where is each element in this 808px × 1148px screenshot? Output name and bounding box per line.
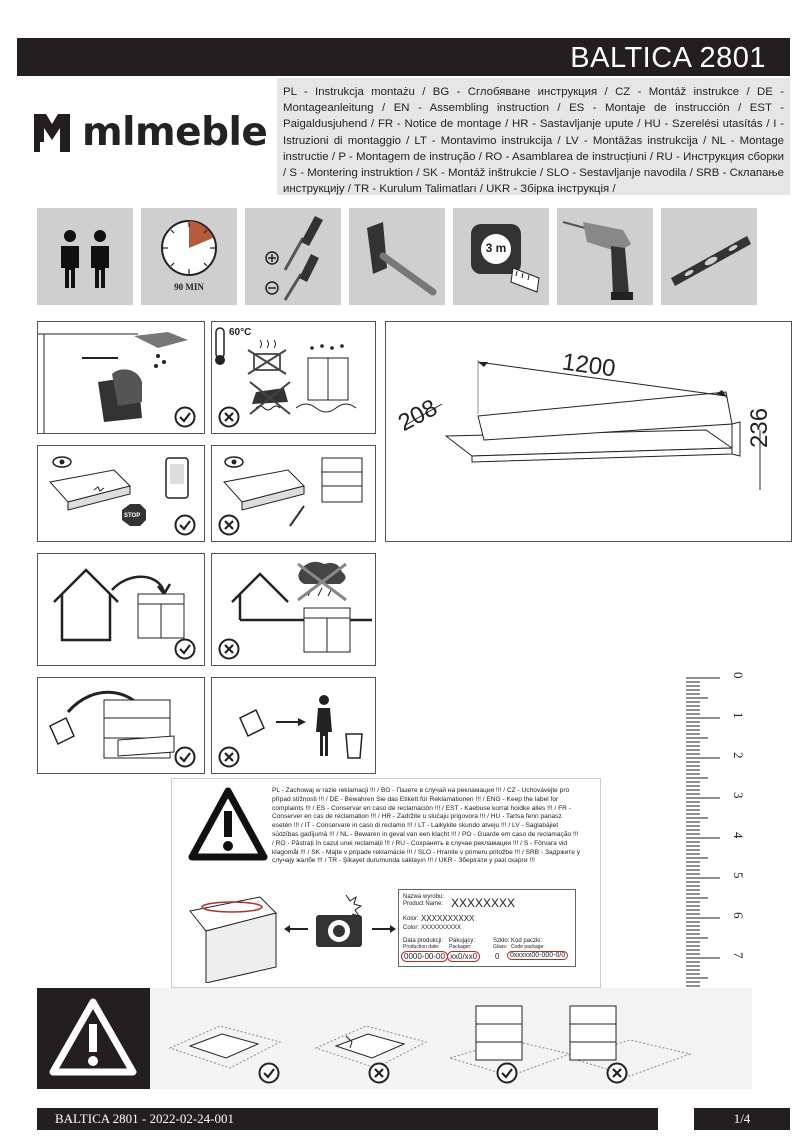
discard-instructions-icon xyxy=(239,695,363,759)
glass-label: Szkło: xyxy=(493,938,510,944)
package-code-label: Kod paczki: xyxy=(511,938,543,944)
two-persons-tile xyxy=(37,208,133,305)
cleaning-panel xyxy=(37,321,205,434)
ruler-label: 4 xyxy=(731,832,746,839)
check-icon xyxy=(174,746,196,768)
floor-leveling-strip xyxy=(150,988,752,1089)
brand-name: mlmeble xyxy=(82,110,268,155)
ruler-label: 0 xyxy=(731,672,746,679)
document-title: BALTICA 2801 xyxy=(570,42,766,74)
heat-moisture-icon xyxy=(215,327,357,415)
cross-icon xyxy=(218,746,240,768)
production-date-label: Data produkcji: xyxy=(403,938,444,944)
warning-triangle-icon xyxy=(188,787,268,861)
packer-label-en: Packager: xyxy=(449,944,472,950)
temperature-label: 60°C xyxy=(229,327,252,338)
bottom-warning-block xyxy=(37,988,150,1089)
spirit-level-tile xyxy=(661,208,757,305)
product-name-label: Nazwa wyrobu: xyxy=(403,894,445,900)
product-name-value: XXXXXXXX xyxy=(451,896,516,910)
tape-length-label: 3 m xyxy=(485,241,507,255)
glass-label-en: Glass: xyxy=(493,944,508,950)
hammer-tile xyxy=(349,208,445,305)
clock-icon xyxy=(161,220,217,276)
check-icon xyxy=(496,1062,518,1084)
assembly-time-tile: 90 MIN xyxy=(141,208,237,305)
screwdrivers-icon xyxy=(265,216,323,301)
packer-value: xx0/xx0 xyxy=(447,951,481,962)
tape-measure-icon xyxy=(471,224,540,293)
label-warning-panel: PL - Zachowaj w razie reklamacji !!! / B… xyxy=(171,778,601,988)
cross-icon xyxy=(218,514,240,536)
indoor-furniture-icon xyxy=(53,568,185,642)
warning-triangle-icon xyxy=(49,998,137,1076)
hammer-icon xyxy=(367,222,437,296)
ruler-label: 5 xyxy=(731,872,746,879)
label-photo-icon xyxy=(189,894,396,983)
check-icon xyxy=(258,1062,280,1084)
production-date-label-en: Production date: xyxy=(403,944,440,950)
cross-icon xyxy=(368,1062,390,1084)
package-code-label-en: Code package: xyxy=(511,944,545,950)
assembly-time-label: 90 MIN xyxy=(174,282,204,292)
screwdrivers-tile xyxy=(245,208,341,305)
color-value: XXXXXXXXXX xyxy=(421,914,475,923)
keep-instructions-panel xyxy=(37,677,205,774)
check-icon xyxy=(174,638,196,660)
languages-list: PL - Instrukcja montażu / BG - Сглобяван… xyxy=(277,78,790,195)
footer-page-number: 1/4 xyxy=(694,1108,790,1130)
tape-measure-tile: 3 m xyxy=(453,208,549,305)
check-icon xyxy=(174,514,196,536)
outdoor-furniture-icon xyxy=(231,561,372,653)
keep-label-warning-text: PL - Zachowaj w razie reklamacji !!! / B… xyxy=(272,787,581,865)
production-date-value: 0000-00-00 xyxy=(401,951,448,962)
ruler-label: 6 xyxy=(731,912,746,919)
floor-leveling-icons xyxy=(168,1005,692,1077)
outdoor-use-panel xyxy=(211,553,376,666)
ruler-label: 7 xyxy=(731,952,746,959)
check-icon xyxy=(174,406,196,428)
package-code-value: 0xxxxx00-000-0/0 xyxy=(507,951,569,960)
heat-moisture-panel: 60°C xyxy=(211,321,376,434)
brand-mark-icon xyxy=(34,113,70,152)
glass-value: 0 xyxy=(495,952,500,961)
height-dimension: 236 xyxy=(746,407,773,448)
ruler-label: 3 xyxy=(731,792,746,799)
power-drill-icon xyxy=(562,221,633,300)
ruler-label: 2 xyxy=(731,752,746,759)
damage-check-panel: STOP xyxy=(37,445,205,542)
color-value-en: XXXXXXXXXX xyxy=(421,925,462,931)
two-persons-icon xyxy=(61,230,109,288)
cross-icon xyxy=(218,406,240,428)
ruler-label: 1 xyxy=(731,712,746,719)
indoor-use-panel xyxy=(37,553,205,666)
spirit-level-icon xyxy=(671,236,751,286)
dimensions-panel: 1200 208 236 xyxy=(385,321,792,542)
store-instructions-icon xyxy=(49,690,175,759)
product-name-label-en: Product Name: xyxy=(403,901,444,907)
color-label: Kolor: xyxy=(403,916,419,922)
discard-instructions-panel xyxy=(211,677,376,774)
cross-icon xyxy=(218,638,240,660)
stop-sign-label: STOP xyxy=(124,513,141,519)
packer-label: Pakujący: xyxy=(449,938,476,944)
shelf-dimension-drawing xyxy=(403,360,761,490)
assemble-damaged-icon xyxy=(223,456,363,527)
drill-tile xyxy=(557,208,653,305)
product-label-card: Nazwa wyrobu: Product Name: XXXXXXXX Kol… xyxy=(398,889,576,967)
damage-assemble-panel xyxy=(211,445,376,542)
footer-document-id: BALTICA 2801 - 2022-02-24-001 xyxy=(37,1108,658,1130)
cross-icon xyxy=(606,1062,628,1084)
color-label-en: Color: xyxy=(403,925,420,931)
cleaning-cloth-icon xyxy=(38,332,188,433)
inspect-damage-icon xyxy=(49,456,189,526)
brand-logo: mlmeble xyxy=(32,110,268,155)
header-bar: BALTICA 2801 xyxy=(17,38,790,76)
